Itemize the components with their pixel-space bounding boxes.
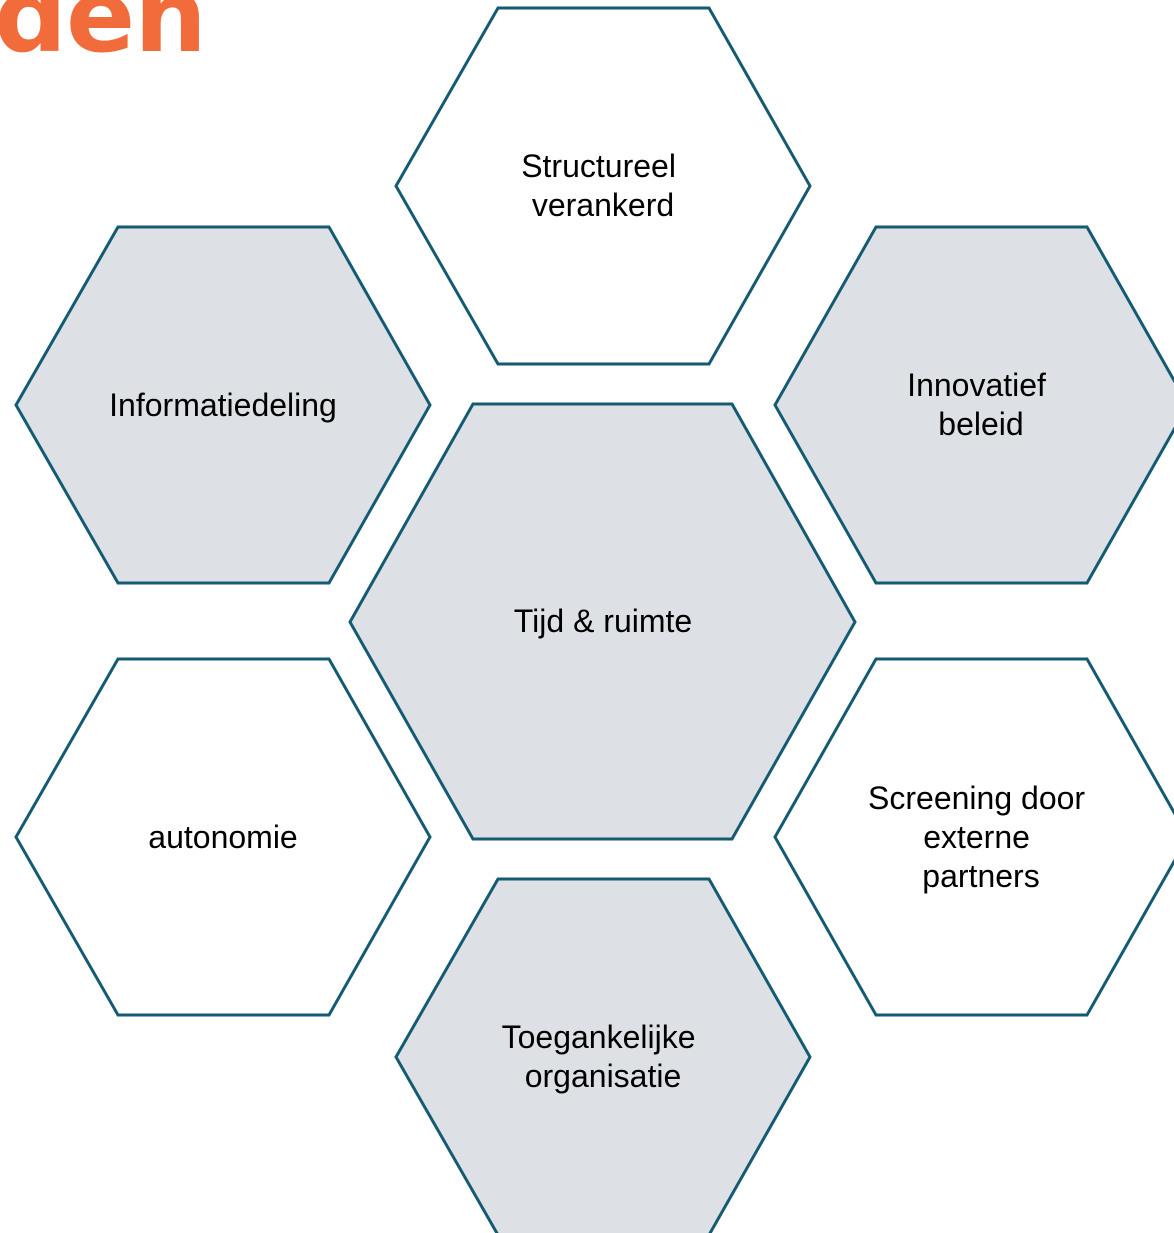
hexagon-label-line: Tijd & ruimte — [514, 603, 692, 639]
hexagon-informatiedeling: Informatiedeling — [14, 225, 432, 585]
hexagon-label: Innovatief beleid — [907, 367, 1055, 442]
hexagon-shape — [14, 225, 432, 585]
hexagon-shape — [394, 877, 812, 1233]
hexagon-label-line: Informatiedeling — [109, 387, 337, 423]
hexagon-label-line: autonomie — [148, 819, 297, 855]
hexagon-label: Tijd & ruimte — [514, 603, 692, 639]
hexagon-shape — [773, 657, 1174, 1017]
hexagon-innovatief: Innovatief beleid — [773, 225, 1174, 585]
hexagon-label: Toegankelijke organisatie — [502, 1019, 705, 1094]
hexagon-label: Structureel verankerd — [521, 148, 685, 223]
hexagon-label-line: Innovatief — [907, 367, 1046, 403]
hexagon-label-line: externe — [923, 819, 1030, 855]
hexagon-label-line: organisatie — [525, 1058, 682, 1094]
hexagon-label-line: verankerd — [532, 187, 674, 223]
hexagon-shape — [394, 6, 812, 366]
hexagon-structureel: Structureel verankerd — [394, 6, 812, 366]
hexagon-shape — [348, 402, 857, 841]
hexagon-label-line: Structureel — [521, 148, 676, 184]
hexagon-autonomie: autonomie — [14, 657, 432, 1017]
hexagon-screening: Screening door externe partners — [773, 657, 1174, 1017]
hexagon-label-line: Toegankelijke — [502, 1019, 696, 1055]
hexagon-tijd-ruimte: Tijd & ruimte — [348, 402, 857, 841]
hexagon-toegankelijk: Toegankelijke organisatie — [394, 877, 812, 1233]
hexagon-label-line: Screening door — [868, 780, 1085, 816]
hexagon-label-line: partners — [922, 858, 1039, 894]
hexagon-label-line: beleid — [938, 406, 1023, 442]
page-title-fragment: den — [0, 0, 207, 76]
hexagon-shape — [773, 225, 1174, 585]
hexagon-label: autonomie — [148, 819, 297, 855]
hexagon-shape — [14, 657, 432, 1017]
hexagon-label: Screening door externe partners — [868, 780, 1094, 894]
hexagon-label: Informatiedeling — [109, 387, 337, 423]
